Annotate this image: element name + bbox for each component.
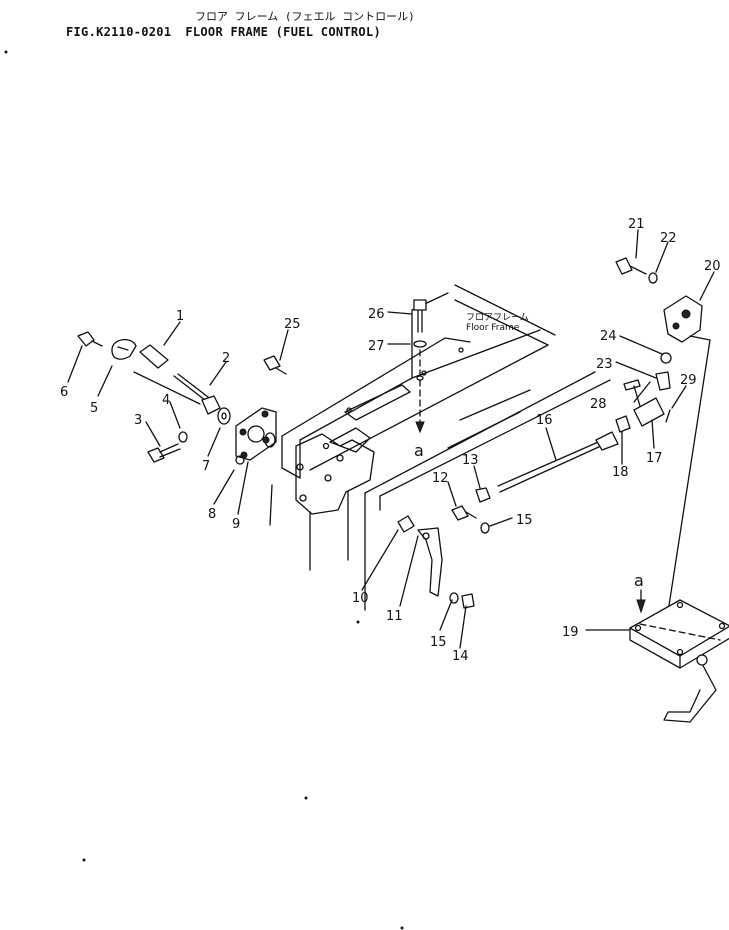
callout-18: 18 xyxy=(612,465,629,480)
callout-27: 27 xyxy=(368,339,385,354)
callout-17: 17 xyxy=(646,451,663,466)
callout-8: 8 xyxy=(208,507,216,522)
callout-5: 5 xyxy=(90,401,98,416)
callout-numbers: 1 2 3 4 5 6 7 8 9 10 11 12 13 14 15 15 1… xyxy=(60,217,721,664)
callout-11: 11 xyxy=(386,609,403,624)
callout-3: 3 xyxy=(134,413,142,428)
floor-frame-label-en: Floor Frame xyxy=(466,323,520,333)
callout-9: 9 xyxy=(232,517,240,532)
callout-1: 1 xyxy=(176,309,184,324)
callout-13: 13 xyxy=(462,453,479,468)
callout-16: 16 xyxy=(536,413,553,428)
callout-21: 21 xyxy=(628,217,645,232)
figure-number: FIG.K2110-0201 xyxy=(66,25,172,39)
callout-15a: 15 xyxy=(516,513,533,528)
callout-12: 12 xyxy=(432,471,449,486)
callout-4: 4 xyxy=(162,393,170,408)
callout-10: 10 xyxy=(352,591,369,606)
callout-14: 14 xyxy=(452,649,469,664)
callout-22: 22 xyxy=(660,231,677,246)
floor-frame-label-jp: フロアフレーム xyxy=(466,312,529,323)
callout-24: 24 xyxy=(600,329,617,344)
callout-20: 20 xyxy=(704,259,721,274)
callout-23: 23 xyxy=(596,357,613,372)
section-marker-a-center: a xyxy=(414,441,424,460)
callout-28: 28 xyxy=(590,397,607,412)
callout-25: 25 xyxy=(284,317,301,332)
callout-15b: 15 xyxy=(430,635,447,650)
japanese-title: フロア フレーム (フェエル コントロール) xyxy=(195,10,415,23)
part-shapes xyxy=(4,50,729,930)
callout-26: 26 xyxy=(368,307,385,322)
callout-19: 19 xyxy=(562,625,579,640)
leader-lines xyxy=(67,229,715,649)
callout-2: 2 xyxy=(222,351,230,366)
callout-29: 29 xyxy=(680,373,697,388)
section-marker-a-pedal: a xyxy=(634,571,644,590)
callout-6: 6 xyxy=(60,385,68,400)
figure-title: FLOOR FRAME (FUEL CONTROL) xyxy=(185,25,381,39)
floor-frame xyxy=(269,284,611,611)
callout-7: 7 xyxy=(202,459,210,474)
figure-header: FIG.K2110-0201 FLOOR FRAME (FUEL CONTROL) xyxy=(66,25,381,39)
